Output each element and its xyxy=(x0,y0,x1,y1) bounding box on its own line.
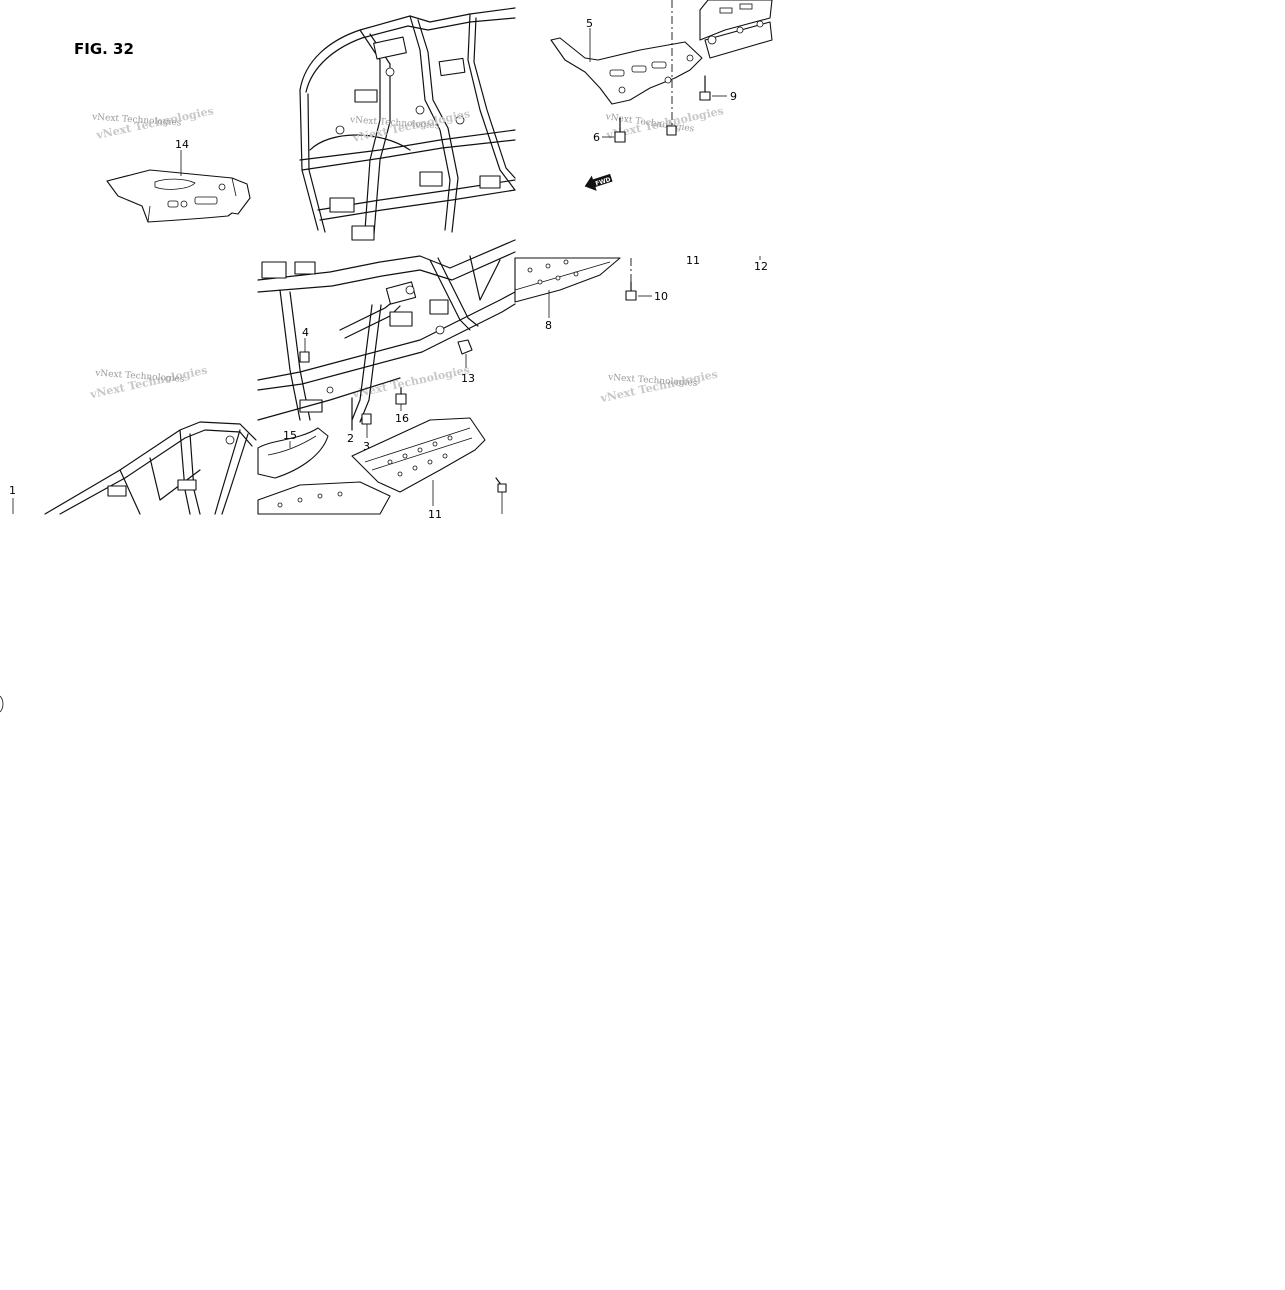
part-4-nut xyxy=(299,338,310,363)
callout-1: 1 xyxy=(9,484,16,497)
part-11-footrest xyxy=(351,417,486,506)
fwd-arrow: FWD xyxy=(584,173,613,191)
callout-2: 2 xyxy=(347,432,354,445)
part-10-bolt xyxy=(625,258,652,301)
svg-text:vNext Technologies: vNext Technologies xyxy=(350,363,471,401)
callout-3: 3 xyxy=(363,440,370,453)
part-12-upper-plate xyxy=(699,0,773,59)
rear-frame xyxy=(44,421,257,515)
callout-11-center: 11 xyxy=(428,508,442,521)
part-9-bolt xyxy=(699,75,727,101)
part-6-bolt xyxy=(602,117,677,143)
callout-4: 4 xyxy=(302,326,309,339)
part-15-guard xyxy=(257,427,329,479)
callout-13: 13 xyxy=(461,372,475,385)
frame-lower xyxy=(257,239,516,423)
callout-6: 6 xyxy=(593,131,600,144)
callout-10: 10 xyxy=(654,290,668,303)
lower-plate-fragment xyxy=(257,481,391,515)
part-11-bolt xyxy=(495,477,507,514)
callout-12: 12 xyxy=(754,260,768,273)
part-5-skid-plate xyxy=(550,28,703,105)
callout-14: 14 xyxy=(175,138,189,151)
figure-title: FIG. 32 xyxy=(74,40,134,58)
frame-upper xyxy=(299,7,516,241)
part-14-plate xyxy=(106,150,251,223)
part-16-grommet xyxy=(395,387,407,411)
part-13-cushion xyxy=(457,339,473,368)
callout-5: 5 xyxy=(586,17,593,30)
edge-mark xyxy=(0,695,4,713)
callout-16: 16 xyxy=(395,412,409,425)
part-3-bolt xyxy=(361,413,372,438)
callout-8: 8 xyxy=(545,319,552,332)
fwd-label: FWD xyxy=(595,176,612,188)
callout-15: 15 xyxy=(283,429,297,442)
callout-9: 9 xyxy=(730,90,737,103)
part-8-footrest xyxy=(514,257,621,318)
callout-11-right: 11 xyxy=(686,254,700,267)
